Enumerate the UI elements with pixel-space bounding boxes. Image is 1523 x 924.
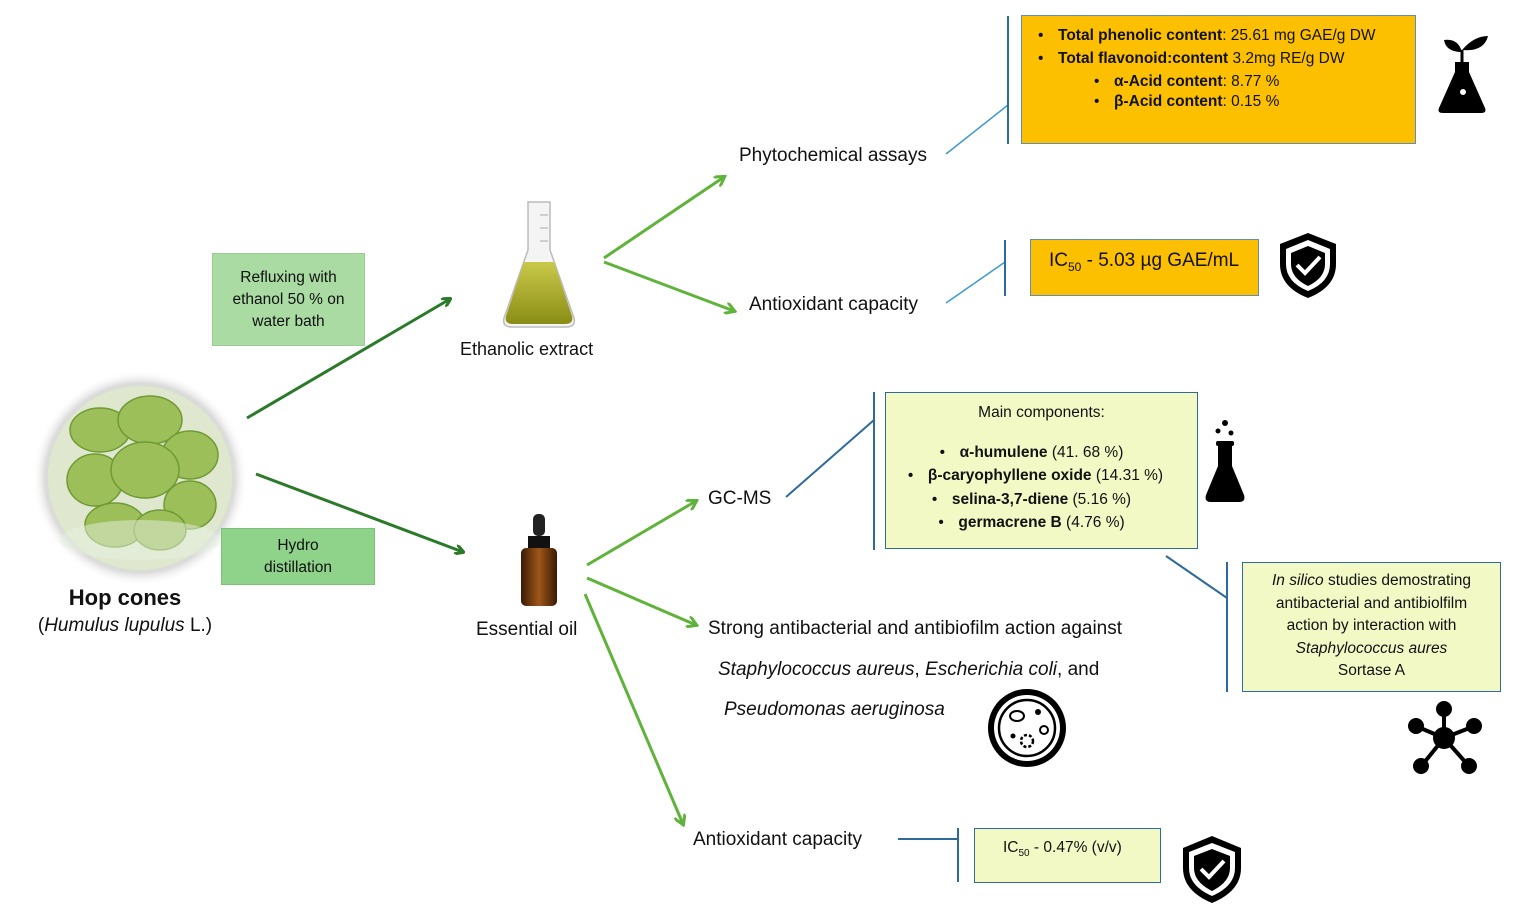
component-value: (4.76 %) — [1061, 514, 1125, 531]
ic50-oil-box: IC50 - 0.47% (v/v) — [974, 828, 1161, 883]
ic50-extract-box: IC50 - 5.03 µg GAE/mL — [1030, 239, 1259, 296]
result-value: : 0.15 % — [1222, 93, 1280, 110]
gcms-results-box: Main components: α-humulene (41. 68 %) β… — [885, 392, 1198, 549]
species-e-coli: Escherichia coli — [925, 659, 1058, 680]
component-value: (14.31 %) — [1091, 467, 1164, 484]
source-subtitle-close: L.) — [184, 615, 213, 636]
gcms-label: GC-MS — [708, 488, 772, 509]
molecule-network-icon — [1408, 701, 1482, 774]
component-name: germacrene B — [958, 514, 1062, 531]
bacteria-dish-icon — [988, 689, 1066, 767]
component-item: germacrene B (4.76 %) — [886, 511, 1197, 535]
result-value: : 8.77 % — [1222, 73, 1280, 90]
antibacterial-line1: Strong antibacterial and antibiofilm act… — [708, 618, 1123, 639]
insilico-italic: In silico — [1271, 572, 1324, 589]
essential-oil-label: Essential oil — [476, 619, 578, 640]
hydrodistillation-step: Hydro distillation — [221, 528, 375, 585]
dropper-bottle-image — [521, 514, 557, 606]
insilico-line3: action by interaction with — [1286, 617, 1457, 634]
ic50-prefix: IC — [1049, 250, 1068, 271]
component-name: α-humulene — [959, 443, 1048, 461]
antibacterial-line3: Pseudomonas aeruginosa — [724, 699, 945, 721]
flow-arrows — [246, 177, 734, 824]
result-alpha-acid: α-Acid content: 8.77 % — [1094, 70, 1415, 93]
in-silico-box: In silico studies demostrating antibacte… — [1242, 562, 1501, 692]
result-phenolic: Total phenolic content: 25.61 mg GAE/g D… — [1038, 24, 1415, 47]
result-label: α-Acid content — [1114, 73, 1223, 90]
source-species: Humulus lupulus — [44, 615, 185, 636]
insilico-species: Staphylococcus aures — [1295, 639, 1448, 657]
component-name: selina-3,7-diene — [951, 490, 1069, 508]
result-label: Total phenolic content — [1058, 27, 1223, 44]
component-value: (41. 68 %) — [1047, 443, 1124, 461]
source-label: Hop cones (Humulus lupulus L.) — [30, 585, 220, 637]
ic50-value: - 5.03 µg GAE/mL — [1081, 250, 1240, 271]
reflux-step: Refluxing with ethanol 50 % on water bat… — [212, 253, 365, 346]
insilico-line4: Staphylococcus aures — [1243, 638, 1500, 661]
hop-bowl-image — [32, 370, 248, 586]
plant-flask-icon — [1438, 36, 1488, 113]
ic50-sub: 50 — [1018, 848, 1030, 860]
result-value: 3.2mg RE/g DW — [1228, 50, 1345, 67]
insilico-line2: antibacterial and antibiolfilm — [1275, 594, 1468, 612]
ic50-prefix: IC — [1003, 839, 1019, 856]
source-title: Hop cones — [68, 585, 182, 610]
result-label: Total flavonoid:content — [1058, 50, 1229, 67]
erlenmeyer-flask-image — [502, 201, 576, 328]
component-value: (5.16 %) — [1068, 490, 1132, 508]
insilico-line1: In silico studies demostrating — [1243, 570, 1500, 593]
insilico-text: studies demostrating — [1323, 572, 1471, 589]
insilico-line5: Sortase A — [1337, 662, 1406, 679]
shield-check-icon — [1280, 233, 1336, 298]
component-item: α-humulene (41. 68 %) — [886, 441, 1197, 465]
component-item: selina-3,7-diene (5.16 %) — [886, 488, 1197, 512]
bubbling-flask-icon — [1205, 420, 1245, 502]
gcms-heading: Main components: — [978, 404, 1105, 421]
source-subtitle: (Humulus lupulus L.) — [30, 615, 220, 637]
result-beta-acid: β-Acid content: 0.15 % — [1094, 90, 1415, 113]
ethanolic-extract-label: Ethanolic extract — [460, 339, 594, 359]
antibacterial-line2: Staphylococcus aureus, Escherichia coli,… — [718, 659, 1099, 681]
component-name: β-caryophyllene oxide — [927, 467, 1092, 484]
ic50-value: - 0.47% (v/v) — [1029, 839, 1122, 856]
component-item: β-caryophyllene oxide (14.31 %) — [886, 464, 1197, 488]
shield-check-icon — [1183, 836, 1241, 903]
separator: , and — [1057, 659, 1100, 680]
result-label: β-Acid content — [1114, 93, 1223, 110]
phytochemical-results-box: Total phenolic content: 25.61 mg GAE/g D… — [1021, 15, 1416, 144]
source-subtitle-open: ( — [37, 615, 45, 636]
antioxidant-oil-label: Antioxidant capacity — [693, 829, 862, 850]
species-p-aeruginosa: Pseudomonas aeruginosa — [724, 699, 945, 720]
species-s-aureus: Staphylococcus aureus — [718, 659, 915, 680]
result-flavonoid: Total flavonoid:content 3.2mg RE/g DW — [1038, 47, 1415, 70]
connector-lines — [785, 16, 1228, 882]
phytochemical-assays-label: Phytochemical assays — [739, 145, 927, 166]
separator: , — [914, 659, 926, 680]
ic50-sub: 50 — [1068, 259, 1082, 274]
result-value: : 25.61 mg GAE/g DW — [1222, 27, 1376, 44]
antioxidant-extract-label: Antioxidant capacity — [749, 294, 918, 315]
